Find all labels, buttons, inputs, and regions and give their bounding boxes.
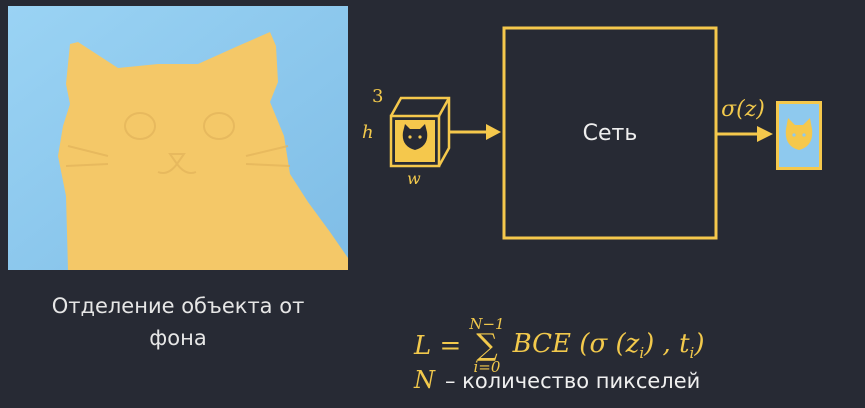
caption-line-2: фона bbox=[149, 326, 207, 350]
network-label: Сеть bbox=[583, 121, 638, 146]
sum-upper-limit: N−1 bbox=[469, 315, 505, 333]
formula-lhs: L = bbox=[414, 331, 462, 361]
segmentation-photo bbox=[8, 6, 348, 270]
arrow-to-network bbox=[449, 124, 501, 140]
formula-bce: BCE (σ (z bbox=[512, 329, 640, 360]
caption-line-1: Отделение объекта от bbox=[51, 294, 305, 318]
pixel-count-note: N – количество пикселей bbox=[414, 366, 700, 394]
formula-sub-t: i bbox=[689, 344, 695, 363]
cat-mask bbox=[58, 32, 348, 270]
input-channels-label: 3 bbox=[372, 86, 383, 107]
network-diagram: 3 h w Сеть σ(z) bbox=[362, 26, 773, 240]
cat-face-details bbox=[65, 112, 291, 174]
sum-operator: N−1 ∑ i=0 bbox=[469, 317, 504, 375]
sum-lower-limit: i=0 bbox=[473, 358, 501, 376]
loss-formula: L = N−1 ∑ i=0 BCE (σ (zi) , ti) bbox=[414, 317, 704, 375]
sum-symbol: ∑ bbox=[476, 328, 498, 363]
input-cat-eyes bbox=[408, 135, 422, 139]
input-width-label: w bbox=[407, 169, 421, 188]
output-mask bbox=[776, 101, 822, 170]
arrow-to-output bbox=[716, 126, 773, 142]
formula-target: ) , t bbox=[644, 329, 690, 360]
input-cat-icon bbox=[402, 124, 428, 150]
input-height-label: h bbox=[362, 122, 374, 143]
formula-rhs: BCE (σ (zi) , ti) bbox=[513, 329, 705, 362]
output-cat-icon bbox=[785, 118, 813, 150]
formula-close: ) bbox=[694, 329, 705, 360]
formula-sub-z: i bbox=[639, 344, 645, 363]
output-activation-label: σ(z) bbox=[721, 97, 765, 122]
note-symbol: N bbox=[414, 366, 435, 394]
note-text: – количество пикселей bbox=[445, 369, 701, 393]
photo-caption: Отделение объекта от фона bbox=[8, 290, 348, 354]
